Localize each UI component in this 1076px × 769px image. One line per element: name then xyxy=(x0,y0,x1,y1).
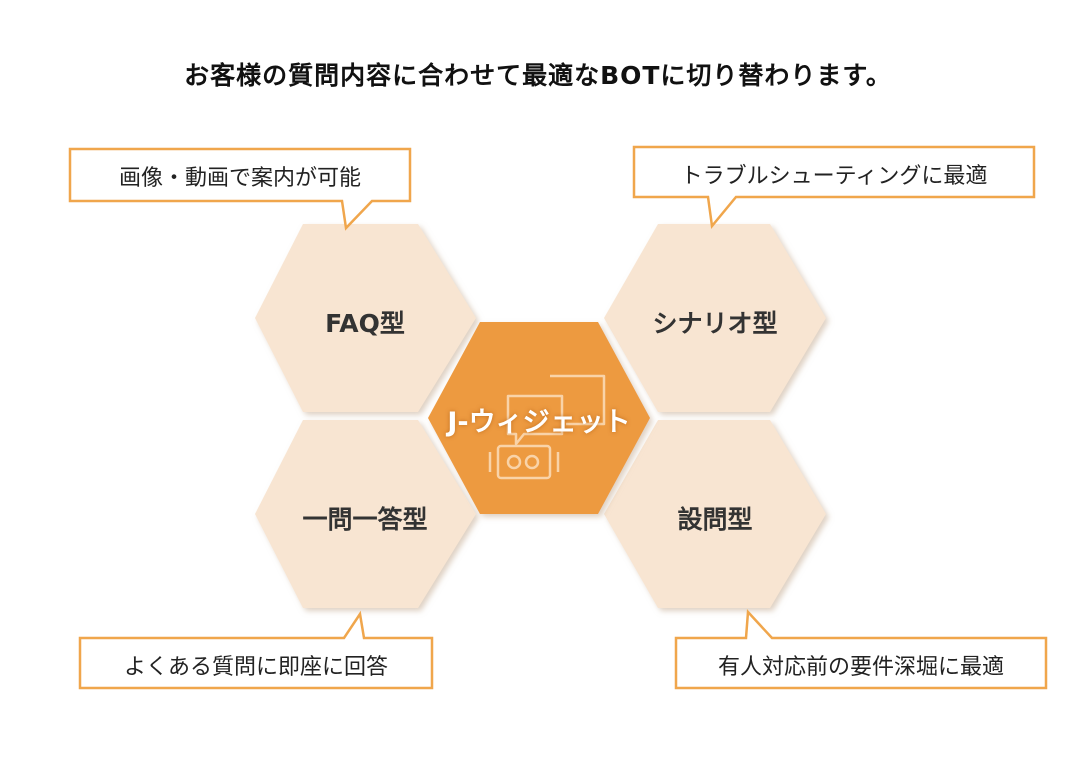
hexagon-scenario xyxy=(604,224,826,412)
hexagon-label-scenario: シナリオ型 xyxy=(652,309,778,338)
hexagon-label-one-qa: 一問一答型 xyxy=(302,505,428,534)
center-label: J-ウィジェット xyxy=(447,407,631,438)
callout-box-bottom-left xyxy=(78,610,434,690)
hexagon-question xyxy=(604,420,826,608)
callout-text-top-right: トラブルシューティングに最適 xyxy=(680,164,988,189)
callout-text-bottom-left: よくある質問に即座に回答 xyxy=(123,655,388,680)
callout-box-top-right xyxy=(632,145,1036,229)
hexagon-label-question: 設問型 xyxy=(677,505,753,534)
chat-bot-icon xyxy=(488,374,606,480)
callout-text-top-left: 画像・動画で案内が可能 xyxy=(118,166,361,191)
page-title: お客様の質問内容に合わせて最適なBOTに切り替わります。 xyxy=(184,61,892,90)
callout-box-top-left xyxy=(68,147,412,231)
hexagon-label-faq: FAQ型 xyxy=(325,309,405,338)
hexagon-faq xyxy=(255,224,476,412)
hexagon-center xyxy=(428,322,650,514)
callout-text-bottom-right: 有人対応前の要件深堀に最適 xyxy=(717,655,1004,680)
callout-box-bottom-right xyxy=(674,609,1048,690)
hexagon-one-qa xyxy=(255,420,476,608)
